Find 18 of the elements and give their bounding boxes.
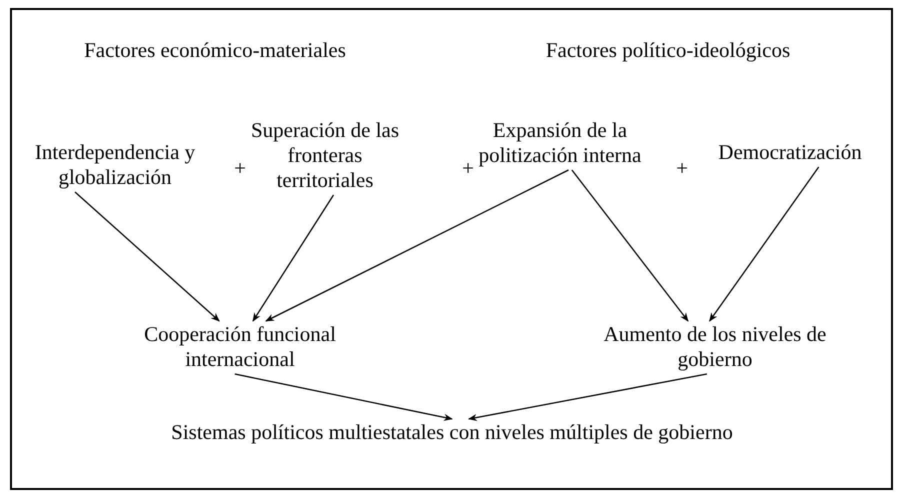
arrow	[468, 373, 708, 422]
factor-text: Sistemas políticos multiestatales con niveles múltiples de gobierno	[171, 420, 733, 445]
arrow	[265, 169, 569, 322]
column-heading: Factores político-ideológicos	[546, 38, 790, 63]
arrow	[74, 192, 220, 322]
factor-text: Aumento de los niveles de gobierno	[580, 322, 850, 372]
arrow	[252, 194, 334, 322]
arrow	[571, 170, 689, 322]
plus-sign: +	[676, 156, 688, 181]
arrow	[234, 373, 453, 421]
factor-text: Interdependencia y globalización	[15, 140, 215, 190]
factor-text: Cooperación funcional internacional	[110, 322, 370, 372]
plus-sign: +	[234, 156, 246, 181]
plus-sign: +	[462, 156, 474, 181]
arrow	[709, 166, 820, 322]
column-heading: Factores económico-materiales	[84, 38, 346, 63]
factor-text: Expansión de la politización interna	[475, 118, 645, 168]
factor-text: Democratización	[718, 140, 862, 165]
